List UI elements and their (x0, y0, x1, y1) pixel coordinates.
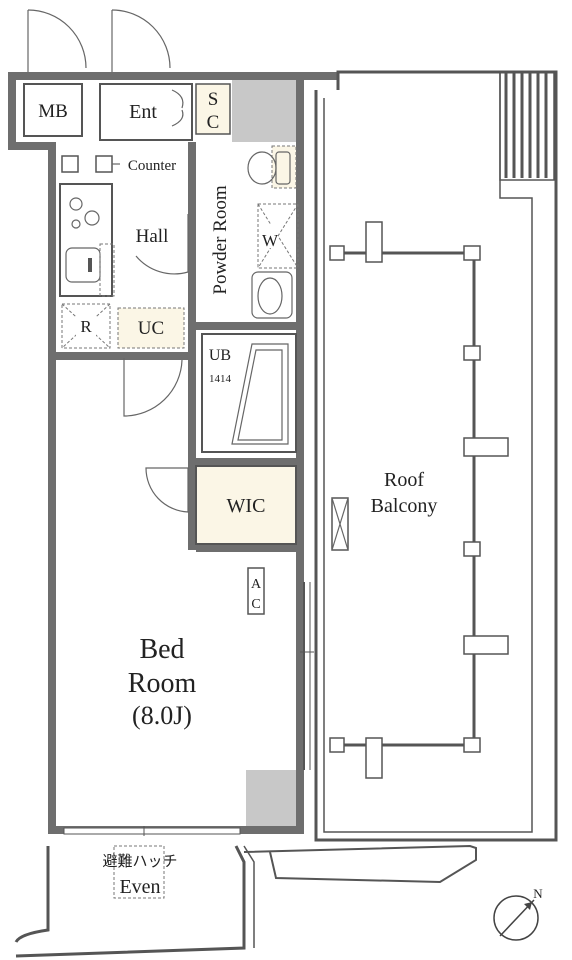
uc-box (117, 307, 185, 349)
ent-label: Ent (129, 101, 157, 123)
toilet-icon (247, 145, 297, 189)
balcony-outline (314, 70, 558, 842)
bathtub-icon (231, 343, 289, 445)
hall-door-swing (135, 214, 189, 275)
washbasin-icon (251, 271, 293, 319)
wic-door-swing (145, 467, 189, 513)
powder-room-label: Powder Room (210, 185, 231, 294)
hatch-even-label: Even (119, 876, 160, 898)
ac-label-bottom: C (251, 597, 260, 612)
ent-door-swing (171, 89, 184, 127)
evacuation-hatch (113, 845, 165, 899)
shoe-closet (195, 83, 231, 135)
roof-balcony-label-line1: Roof (384, 469, 424, 491)
mb-room (23, 83, 83, 137)
bedroom-label-line2: Room (128, 668, 197, 699)
ac-unit (247, 567, 265, 615)
refrigerator-icon (61, 303, 111, 349)
mb-label: MB (38, 101, 68, 122)
lower-balcony (14, 844, 477, 958)
ub-size-label: 1414 (209, 373, 232, 385)
washer-icon (257, 203, 299, 269)
stairs-icon (504, 72, 548, 178)
hall-label: Hall (136, 226, 169, 247)
w-label: W (262, 231, 279, 250)
bedroom-size-label: (8.0J) (132, 701, 192, 730)
uc-label: UC (138, 318, 164, 339)
shaft-areas (232, 78, 302, 828)
bedroom-label-line1: Bed (139, 634, 184, 665)
vent-icon (331, 497, 349, 551)
sc-label-top: S (208, 89, 219, 110)
hatch-jp-label: 避難ハッチ (102, 853, 177, 870)
bedroom-bottom-window (63, 826, 241, 836)
counter-box-1 (61, 155, 79, 173)
roof-balcony-label-line2: Balcony (371, 495, 438, 517)
kitchen-cabinet-dashed (99, 243, 115, 297)
counter-box-2 (95, 155, 113, 173)
entrance-room (99, 83, 193, 141)
compass-north-label: N (533, 886, 543, 901)
stove-icon (69, 197, 100, 229)
kitchen-unit (59, 183, 113, 297)
wic-label: WIC (227, 495, 266, 517)
counter-label: Counter (128, 158, 176, 174)
sink-icon (65, 247, 101, 283)
sc-label-bottom: C (207, 112, 220, 133)
bedroom-door-swing (123, 358, 183, 417)
ub-room (201, 333, 297, 453)
wic-room (195, 465, 297, 545)
bedroom-window (300, 582, 314, 770)
ac-label-top: A (251, 577, 262, 592)
compass-icon (493, 895, 539, 941)
ub-label: UB (209, 347, 231, 364)
r-label: R (80, 317, 92, 336)
entry-doors (27, 9, 171, 72)
pergola-frame (329, 221, 509, 779)
